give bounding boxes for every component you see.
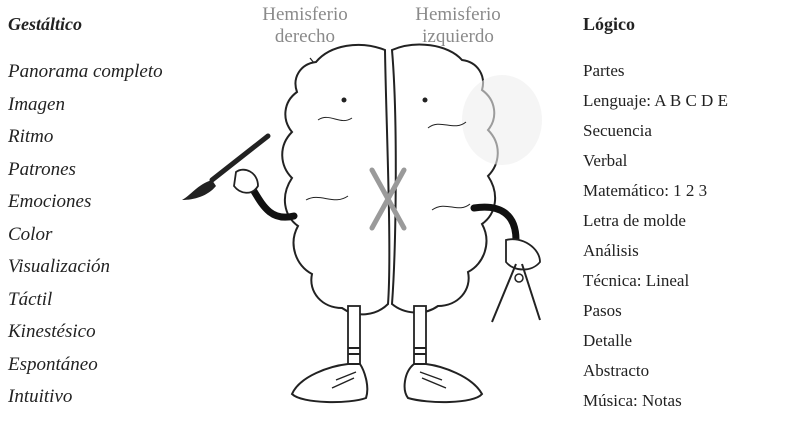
compass-leg [492, 264, 516, 322]
paintbrush-tip [182, 180, 216, 200]
left-hemisphere-dot [423, 98, 428, 103]
logical-item: Matemático: 1 2 3 [583, 176, 793, 206]
logical-item: Técnica: Lineal [583, 266, 793, 296]
logical-heading: Lógico [583, 6, 793, 42]
logical-item: Lenguaje: A B C D E [583, 86, 793, 116]
logical-column: Lógico Partes Lenguaje: A B C D E Secuen… [583, 6, 793, 416]
right-hemisphere-label-line1: Hemisferio [240, 4, 370, 26]
right-shoe [292, 364, 367, 402]
logical-item: Detalle [583, 326, 793, 356]
compass-leg [522, 264, 540, 320]
logical-item: Análisis [583, 236, 793, 266]
logical-item: Partes [583, 56, 793, 86]
brush-hand [234, 170, 258, 193]
logical-item: Pasos [583, 296, 793, 326]
right-hemisphere-shape [282, 45, 389, 315]
logical-item: Abstracto [583, 356, 793, 386]
logical-item: Verbal [583, 146, 793, 176]
right-leg [348, 306, 360, 364]
brain-character-illustration [150, 30, 570, 440]
left-hemisphere-label-line1: Hemisferio [388, 4, 528, 26]
logical-list: Partes Lenguaje: A B C D E Secuencia Ver… [583, 56, 793, 416]
compass-hinge [515, 274, 523, 282]
left-shoe [405, 364, 482, 402]
right-hemisphere-dot [342, 98, 347, 103]
brain-glow [462, 75, 542, 165]
logical-item: Letra de molde [583, 206, 793, 236]
logical-item: Música: Notas [583, 386, 793, 416]
left-leg [414, 306, 426, 364]
logical-item: Secuencia [583, 116, 793, 146]
